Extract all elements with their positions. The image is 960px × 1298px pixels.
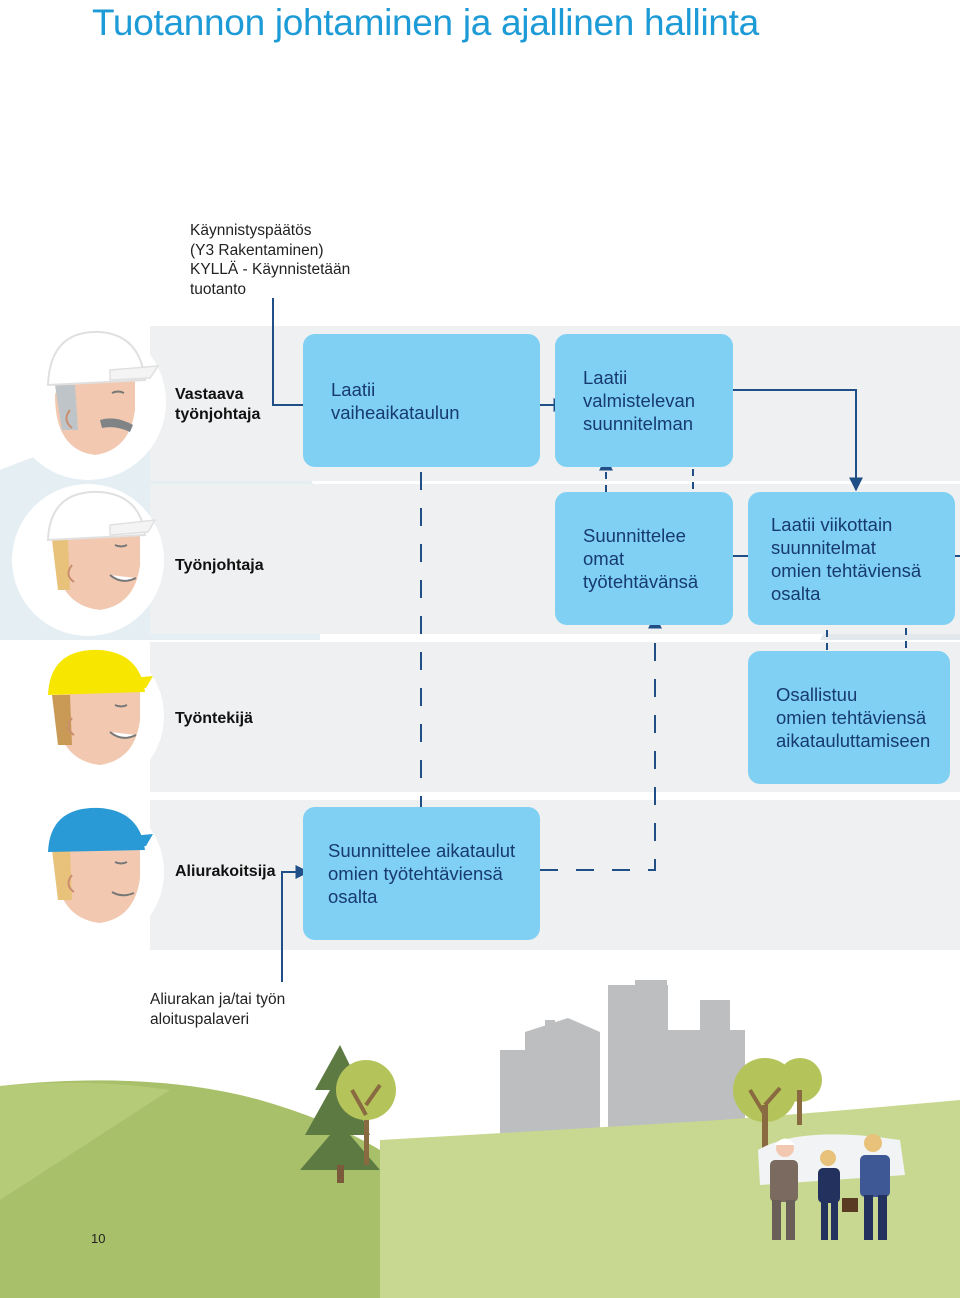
task-participate-scheduling: Osallistuu omien tehtäviensä aikataulutt…: [748, 651, 950, 784]
task-sub-schedules: Suunnittelee aikataulut omien työtehtävi…: [303, 807, 540, 940]
worker-white-helmet-icon: [12, 484, 164, 636]
task-plan-own-tasks-label: Suunnittelee omat työtehtävänsä: [583, 525, 699, 592]
lane-subcontractor: [150, 800, 960, 950]
task-weekly-plans-label: Laatii viikottain suunnitelmat omien teh…: [771, 513, 922, 604]
role-label-subcontractor: Aliurakoitsija: [175, 863, 276, 880]
task-participate-scheduling-label: Osallistuu omien tehtäviensä aikataulutt…: [776, 684, 931, 751]
worker-yellow-helmet-icon: [12, 640, 164, 792]
page-number: 10: [91, 1231, 106, 1246]
role-label-foreman: Työnjohtaja: [175, 557, 264, 574]
task-phase-schedule: Laatii vaiheaikataulun: [303, 334, 540, 467]
task-plan-own-tasks: Suunnittelee omat työtehtävänsä: [555, 492, 733, 625]
task-phase-schedule-label: Laatii vaiheaikataulun: [331, 378, 460, 423]
dashed-sub-to-plan-own: [540, 614, 662, 871]
task-preparation-plan-label: Laatii valmistelevan suunnitelman: [583, 367, 696, 434]
task-weekly-plans: Laatii viikottain suunnitelmat omien teh…: [748, 492, 955, 625]
start-decision-note: Käynnistyspäätös (Y3 Rakentaminen) KYLLÄ…: [190, 222, 351, 298]
people-group-icon: [758, 1134, 905, 1240]
round-trees-right: [733, 1058, 822, 1150]
arrow-kickoff-to-sub-schedules: [281, 865, 310, 982]
kickoff-meeting-note: Aliurakan ja/tai työn aloituspalaveri: [150, 991, 286, 1028]
worker-blue-helmet-icon: [12, 796, 164, 948]
role-label-site-manager: Vastaava työnjohtaja: [175, 386, 261, 423]
landscape-illustration: [0, 980, 960, 1298]
task-preparation-plan: Laatii valmistelevan suunnitelman: [555, 334, 733, 467]
role-label-worker: Työntekijä: [175, 710, 253, 727]
round-tree-left: [336, 1060, 396, 1165]
pine-tree: [300, 1045, 380, 1183]
page-title: Tuotannon johtaminen ja ajallinen hallin…: [92, 2, 759, 43]
arrow-preparation-to-weekly: [733, 389, 863, 492]
worker-white-helmet-moustache-icon: [10, 324, 166, 480]
task-sub-schedules-label: Suunnittelee aikataulut omien työtehtävi…: [328, 840, 516, 907]
